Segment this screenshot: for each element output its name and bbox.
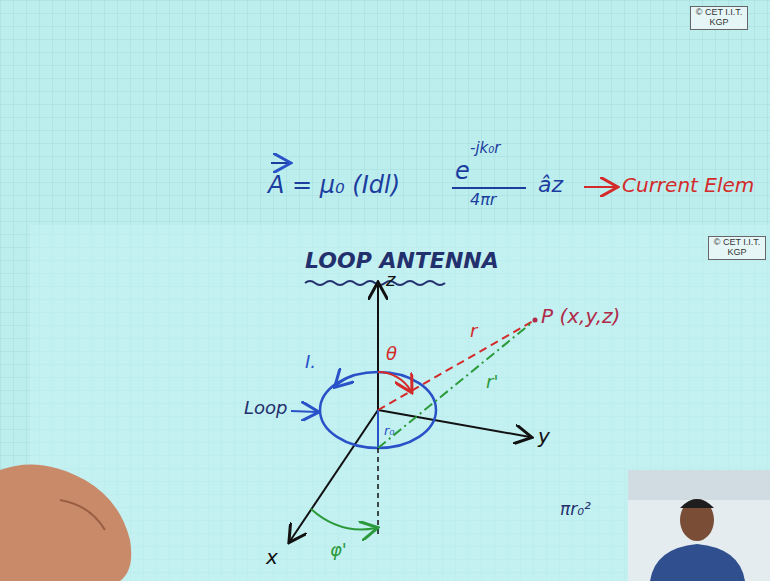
exponent: -jk₀r [470, 140, 500, 157]
axis-label: y [538, 425, 550, 448]
watermark: © CET I.I.T. KGP [690, 6, 748, 30]
axis-label: x [266, 546, 278, 569]
exponential-base: e [455, 158, 470, 186]
axis-label: z [386, 270, 395, 291]
part-label: Loop [244, 398, 287, 419]
radius-label: r₀ [384, 424, 395, 439]
distance-label: r' [486, 372, 498, 393]
area-formula: πr₀² [560, 500, 591, 520]
distance-label: r [470, 321, 477, 342]
note-text: Current Elem [622, 174, 754, 197]
unit-vector: âz [538, 172, 563, 197]
slide-title: LOOP ANTENNA [305, 248, 499, 273]
angle-label: φ' [330, 540, 347, 561]
denominator: 4πr [470, 191, 496, 209]
angle-label: θ [386, 344, 397, 365]
watermark: © CET I.I.T. KGP [708, 236, 766, 260]
point-label: P (x,y,z) [541, 305, 620, 328]
equation-lhs: A = μ₀ (Idl) [268, 172, 400, 200]
current-label: I. [305, 352, 316, 373]
